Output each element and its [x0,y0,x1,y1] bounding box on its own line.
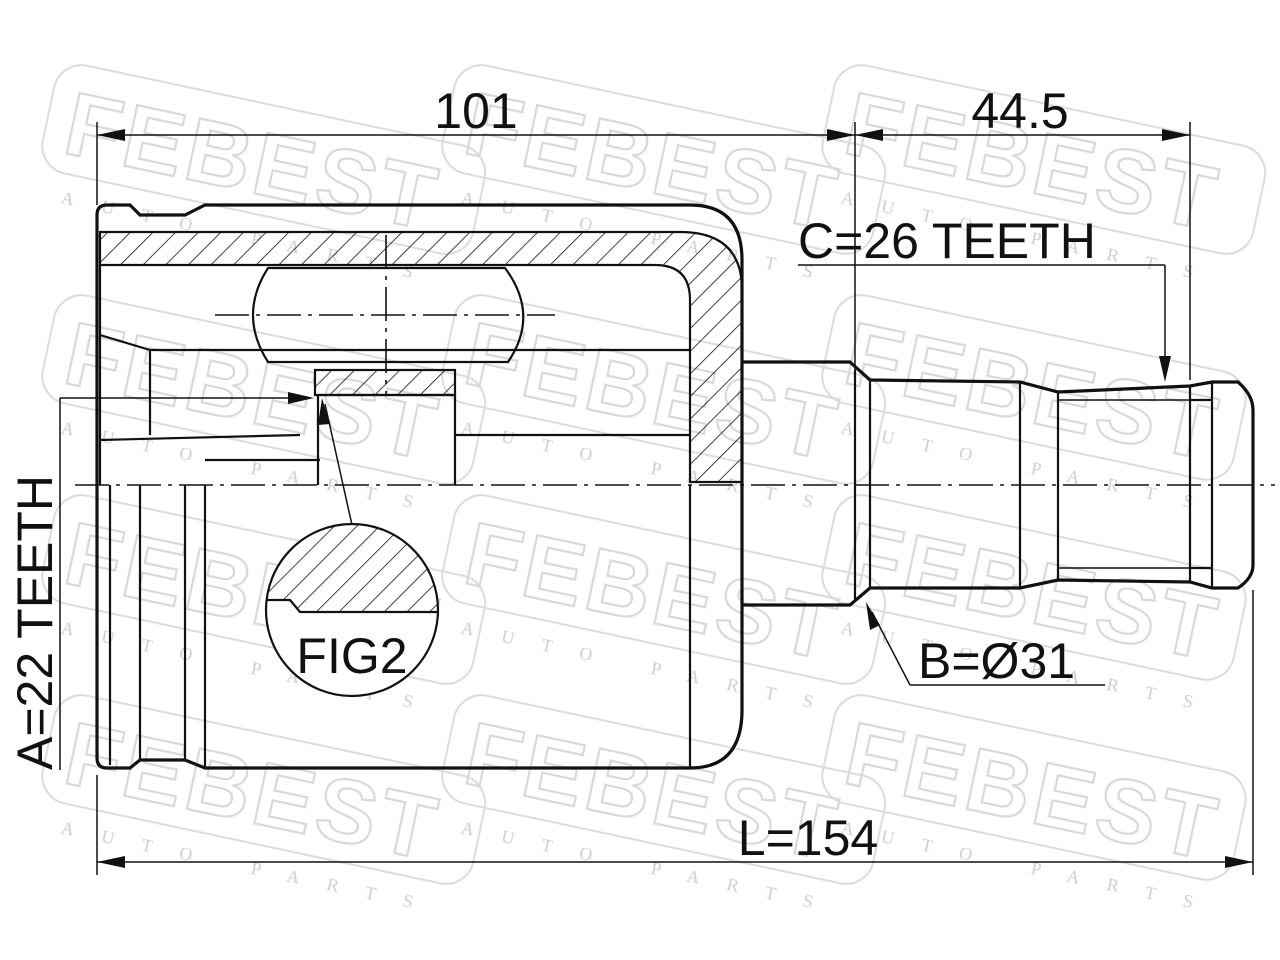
dimension-44-5-label: 44.5 [971,83,1068,139]
watermark-logo: FEBEST AUTO PARTS [821,694,1247,918]
watermark-logo: FEBEST AUTO PARTS [441,294,887,518]
inner-spline-label: A=22 TEETH [7,475,63,770]
detail-fig2-label: FIG2 [296,628,407,684]
overall-length-label: L=154 [738,810,878,866]
detail-fig2: FIG2 [264,398,440,698]
watermark-logo: FEBEST AUTO PARTS [441,694,887,918]
watermark-logo: FEBEST AUTO PARTS [41,694,487,918]
joint-housing [59,203,744,770]
watermark-logo: FEBEST AUTO PARTS [821,294,1247,518]
outer-spline-callout: C=26 TEETH [798,213,1171,382]
dimension-101: 101 [96,83,856,370]
dimension-101-label: 101 [434,83,517,139]
dimension-44-5: 44.5 [855,83,1191,380]
watermark-group: FEBEST AUTO PARTS FEBEST AUTO PARTS FEBE… [41,64,1267,918]
dimension-overall-length: L=154 [96,590,1254,875]
shaft-diameter-label: B=Ø31 [918,633,1075,689]
shaft-diameter-callout: B=Ø31 [866,602,1105,689]
stub-shaft [742,360,1255,607]
outer-spline-label: C=26 TEETH [798,213,1096,269]
